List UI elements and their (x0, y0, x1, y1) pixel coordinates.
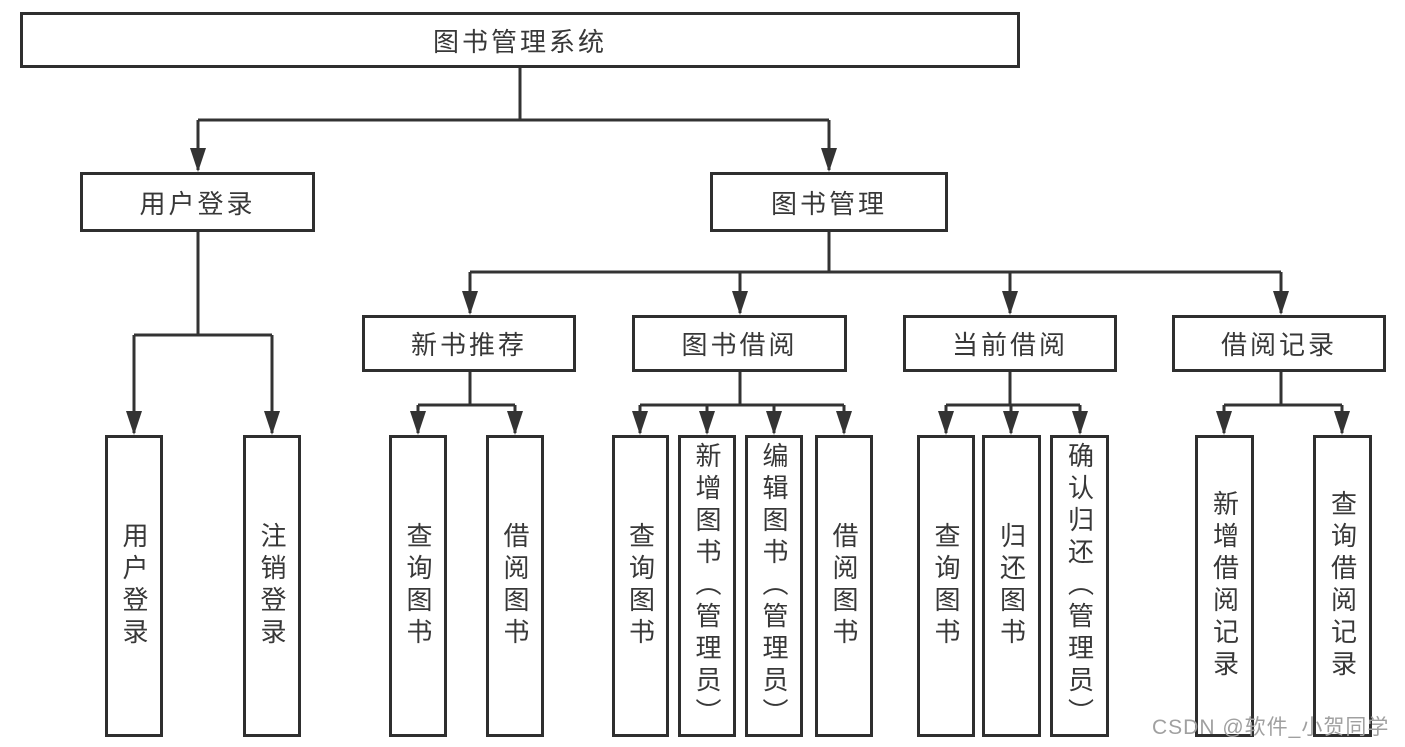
leaf-add-borrow-record: 新增借阅记录 (1195, 435, 1254, 737)
leaf-user-login: 用户登录 (105, 435, 163, 737)
node-label: 图书管理系统 (432, 26, 607, 57)
node-label: 归还图书 (996, 522, 1027, 650)
csdn-watermark: CSDN @软件_小贺同学 (1152, 716, 1390, 739)
node-label: 用户登录 (119, 522, 149, 650)
node-label: 当前借阅 (951, 330, 1068, 360)
connector-book-mgmt-to-level3 (468, 232, 1283, 313)
node-book-borrow: 图书借阅 (632, 315, 847, 372)
leaf-logout: 注销登录 (243, 435, 301, 737)
node-label: 确认归还（管理员） (1064, 442, 1095, 730)
leaf-query-books-recommend: 查询图书 (389, 435, 447, 737)
node-label: 图书管理 (770, 188, 887, 219)
leaf-query-borrow-record: 查询借阅记录 (1313, 435, 1372, 737)
node-label: 查询图书 (931, 522, 961, 650)
leaf-borrow-books-recommend: 借阅图书 (486, 435, 544, 737)
node-label: 新增图书（管理员） (692, 442, 722, 730)
node-new-book-recommend: 新书推荐 (362, 315, 576, 372)
connector-book-borrow-to-children (638, 372, 846, 433)
node-label: 新增借阅记录 (1209, 490, 1240, 682)
node-label: 用户登录 (139, 188, 256, 219)
connector-borrow-record-to-children (1222, 372, 1344, 433)
leaf-return-books: 归还图书 (982, 435, 1041, 737)
node-label: 查询借阅记录 (1327, 490, 1358, 682)
leaf-borrow-books: 借阅图书 (815, 435, 873, 737)
node-label: 借阅图书 (829, 522, 859, 650)
node-user-login: 用户登录 (80, 172, 315, 232)
leaf-confirm-return-admin: 确认归还（管理员） (1050, 435, 1109, 737)
node-current-borrow: 当前借阅 (903, 315, 1117, 372)
connector-new-book-rec-to-children (416, 372, 517, 433)
node-label: 查询图书 (625, 522, 656, 650)
leaf-query-books-current: 查询图书 (917, 435, 975, 737)
connector-root-to-level2 (196, 68, 831, 170)
node-borrow-record: 借阅记录 (1172, 315, 1386, 372)
leaf-edit-books-admin: 编辑图书（管理员） (745, 435, 803, 737)
node-label: 编辑图书（管理员） (759, 442, 789, 730)
node-label: 借阅记录 (1220, 330, 1337, 360)
node-book-management: 图书管理 (710, 172, 948, 232)
leaf-add-books-admin: 新增图书（管理员） (678, 435, 736, 737)
node-label: 注销登录 (257, 522, 287, 650)
arrowhead-icons (126, 148, 1350, 435)
node-label: 借阅图书 (500, 522, 530, 650)
node-label: 新书推荐 (410, 330, 527, 360)
connector-user-login-to-children (132, 232, 274, 433)
node-label: 查询图书 (403, 522, 433, 650)
leaf-query-books-borrow: 查询图书 (612, 435, 669, 737)
node-label: 图书借阅 (681, 330, 798, 360)
node-root-library-system: 图书管理系统 (20, 12, 1020, 68)
